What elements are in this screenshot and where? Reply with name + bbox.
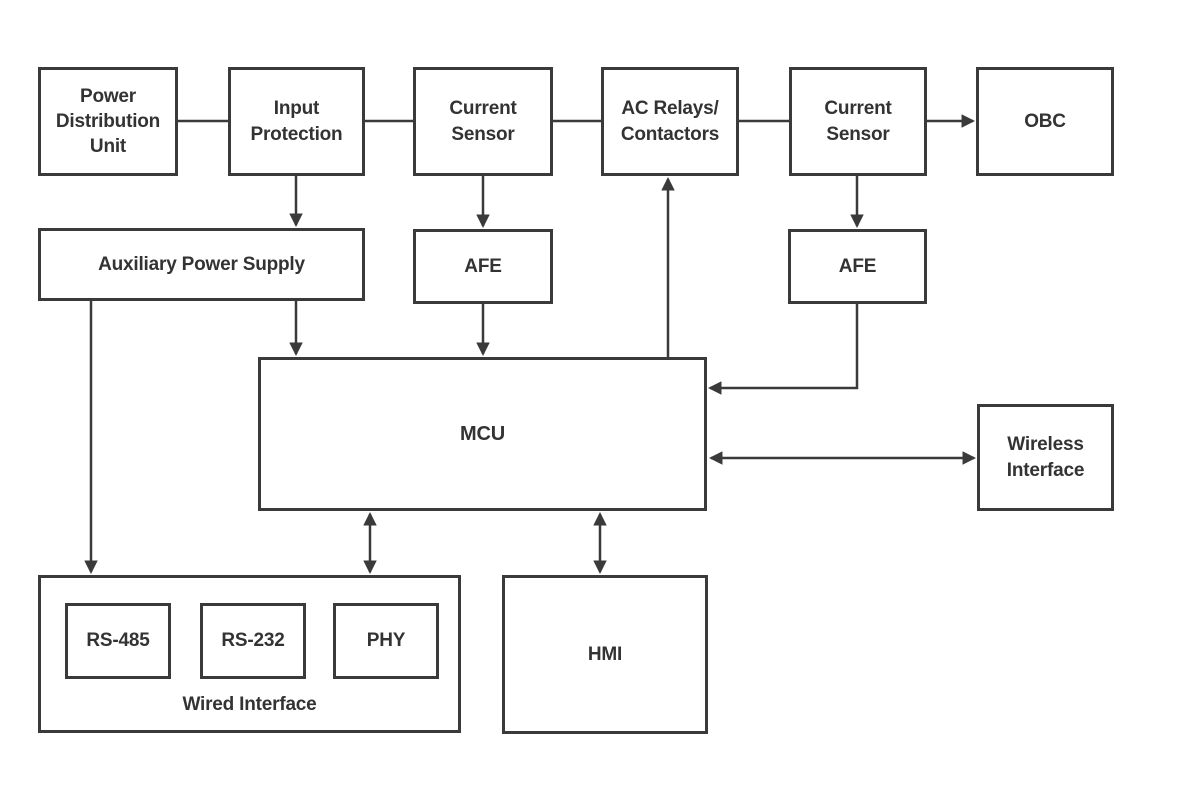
node-label: PHY: [366, 630, 406, 651]
edge-afe_2-to-mcu: [707, 304, 859, 395]
node-label: AFE: [464, 255, 502, 277]
node-hmi: HMI: [502, 575, 708, 734]
node-label: MCU: [460, 422, 505, 445]
node-label: RS-485: [86, 630, 150, 651]
node-afe-2: AFE: [788, 229, 927, 304]
node-current-sensor-1: Current Sensor: [413, 67, 553, 176]
node-phy: PHY: [333, 603, 439, 679]
node-label: OBC: [1024, 110, 1066, 132]
node-label: Current Sensor: [824, 98, 892, 145]
node-current-sensor-2: Current Sensor: [789, 67, 927, 176]
node-label: AC Relays/ Contactors: [620, 98, 720, 145]
wired-interface-caption: Wired Interface: [182, 694, 317, 715]
node-rs485: RS-485: [65, 603, 171, 679]
node-label: RS-232: [221, 630, 285, 651]
node-rs232: RS-232: [200, 603, 306, 679]
node-label: Power Distribution Unit: [55, 85, 161, 158]
node-label: Auxiliary Power Supply: [98, 253, 305, 275]
node-auxiliary-power-supply: Auxiliary Power Supply: [38, 228, 365, 301]
node-label: Current Sensor: [449, 98, 517, 145]
node-wireless-interface: Wireless Interface: [977, 404, 1114, 511]
node-label: Wireless Interface: [1006, 434, 1085, 481]
node-power-distribution-unit: Power Distribution Unit: [38, 67, 178, 176]
node-label: HMI: [587, 643, 623, 665]
node-input-protection: Input Protection: [228, 67, 365, 176]
node-label: AFE: [838, 255, 877, 277]
node-wired-interface-group: RS-485 RS-232 PHY Wired Interface: [38, 575, 461, 733]
node-label: Input Protection: [250, 98, 343, 145]
node-afe-1: AFE: [413, 229, 553, 304]
node-obc: OBC: [976, 67, 1114, 176]
node-mcu: MCU: [258, 357, 707, 511]
node-ac-relays-contactors: AC Relays/ Contactors: [601, 67, 739, 176]
